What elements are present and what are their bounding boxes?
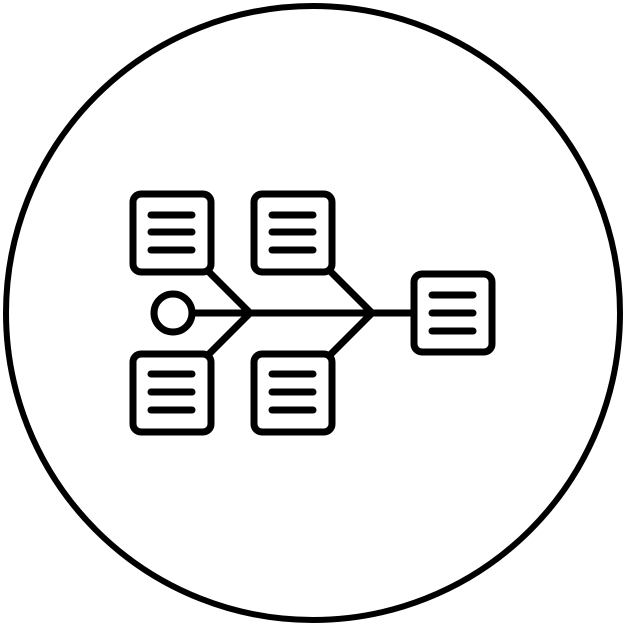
- note-card-head: [410, 270, 496, 356]
- note-card-top-middle: [250, 190, 336, 276]
- note-card-top-left: [129, 190, 215, 276]
- bone-bottom-left: [204, 309, 254, 359]
- bone-top-left: [204, 267, 254, 317]
- bone-bottom-right: [326, 309, 376, 359]
- tail-circle: [150, 290, 196, 336]
- note-card-bottom-middle: [250, 350, 336, 436]
- note-card-bottom-left: [129, 350, 215, 436]
- bone-top-right: [326, 267, 376, 317]
- outer-circle: [3, 3, 623, 623]
